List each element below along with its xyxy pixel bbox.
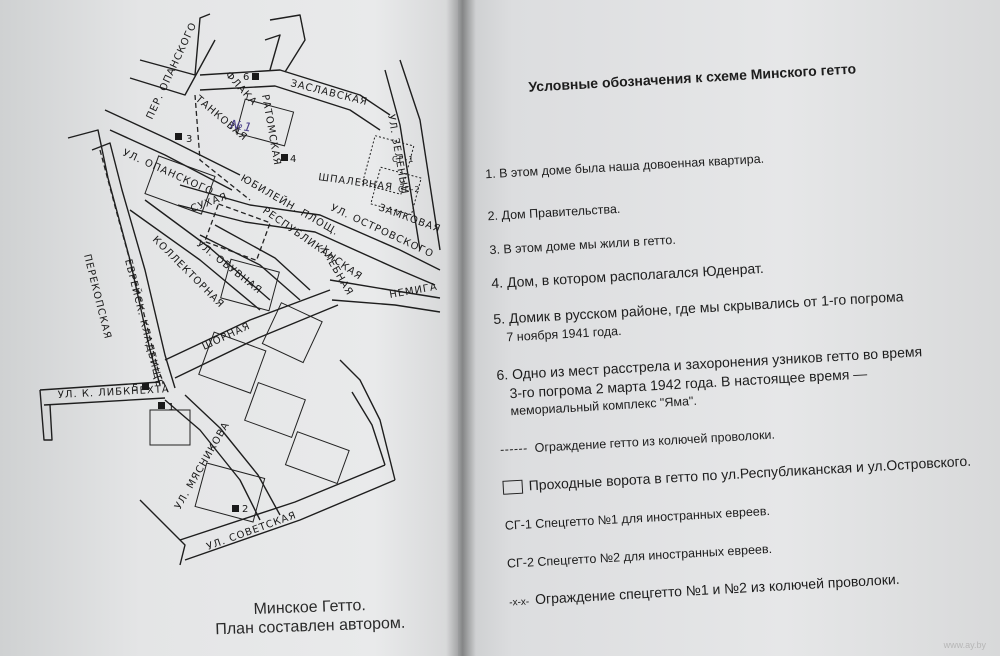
special-ghetto-fence bbox=[361, 135, 422, 216]
marker-2-label: 2 bbox=[242, 504, 249, 515]
street-outlines bbox=[39, 13, 441, 566]
marker-2-square bbox=[232, 505, 239, 512]
marker-5-label: 5 bbox=[132, 383, 139, 394]
handwritten-mark: №1 bbox=[228, 117, 253, 135]
label-evr-kladbishche: ЕВРЕЙСК. КЛАДБИЩЕ bbox=[122, 258, 166, 389]
marker-4-label: 4 bbox=[290, 154, 297, 165]
gate-symbol bbox=[502, 479, 524, 496]
label-per-opanskogo: ПЕР. ОПАНСКОГО bbox=[145, 21, 200, 122]
marker-1-square bbox=[158, 402, 165, 409]
ghetto-wire-fence bbox=[99, 94, 271, 393]
label-sg1: СГ-1 bbox=[392, 155, 414, 164]
right-page bbox=[458, 0, 1000, 656]
ghetto-map: 3 6 4 5 1 2 ЗАСЛАВСКАЯ УЛ. ОПАНСКОГО ПЕР… bbox=[39, 13, 443, 566]
label-shpalernaya: ШПАЛЕРНАЯ bbox=[318, 172, 394, 193]
book-gutter bbox=[446, 0, 476, 656]
label-ratomskaya: РАТОМСКАЯ bbox=[259, 94, 282, 167]
map-labels: 3 6 4 5 1 2 ЗАСЛАВСКАЯ УЛ. ОПАНСКОГО ПЕР… bbox=[58, 21, 443, 553]
marker-1-label: 1 bbox=[168, 402, 175, 413]
label-shornaya: ШОРНАЯ bbox=[201, 321, 253, 353]
watermark: www.ay.by bbox=[943, 640, 986, 650]
marker-5-square bbox=[142, 383, 149, 390]
marker-6-label: 6 bbox=[243, 72, 250, 83]
marker-3-square bbox=[175, 133, 182, 140]
label-perekopskaya: ПЕРЕКОПСКАЯ bbox=[81, 253, 113, 341]
special-fence-symbol: -x-x- bbox=[508, 596, 530, 609]
marker-6-square bbox=[252, 73, 259, 80]
label-nemiga: НЕМИГА bbox=[389, 282, 439, 301]
blocks bbox=[144, 98, 350, 523]
label-sg2: СГ-2 bbox=[398, 185, 420, 194]
wire-fence-symbol bbox=[500, 448, 527, 452]
marker-4-square bbox=[281, 154, 288, 161]
map-markers bbox=[142, 73, 288, 512]
marker-3-label: 3 bbox=[186, 134, 193, 145]
